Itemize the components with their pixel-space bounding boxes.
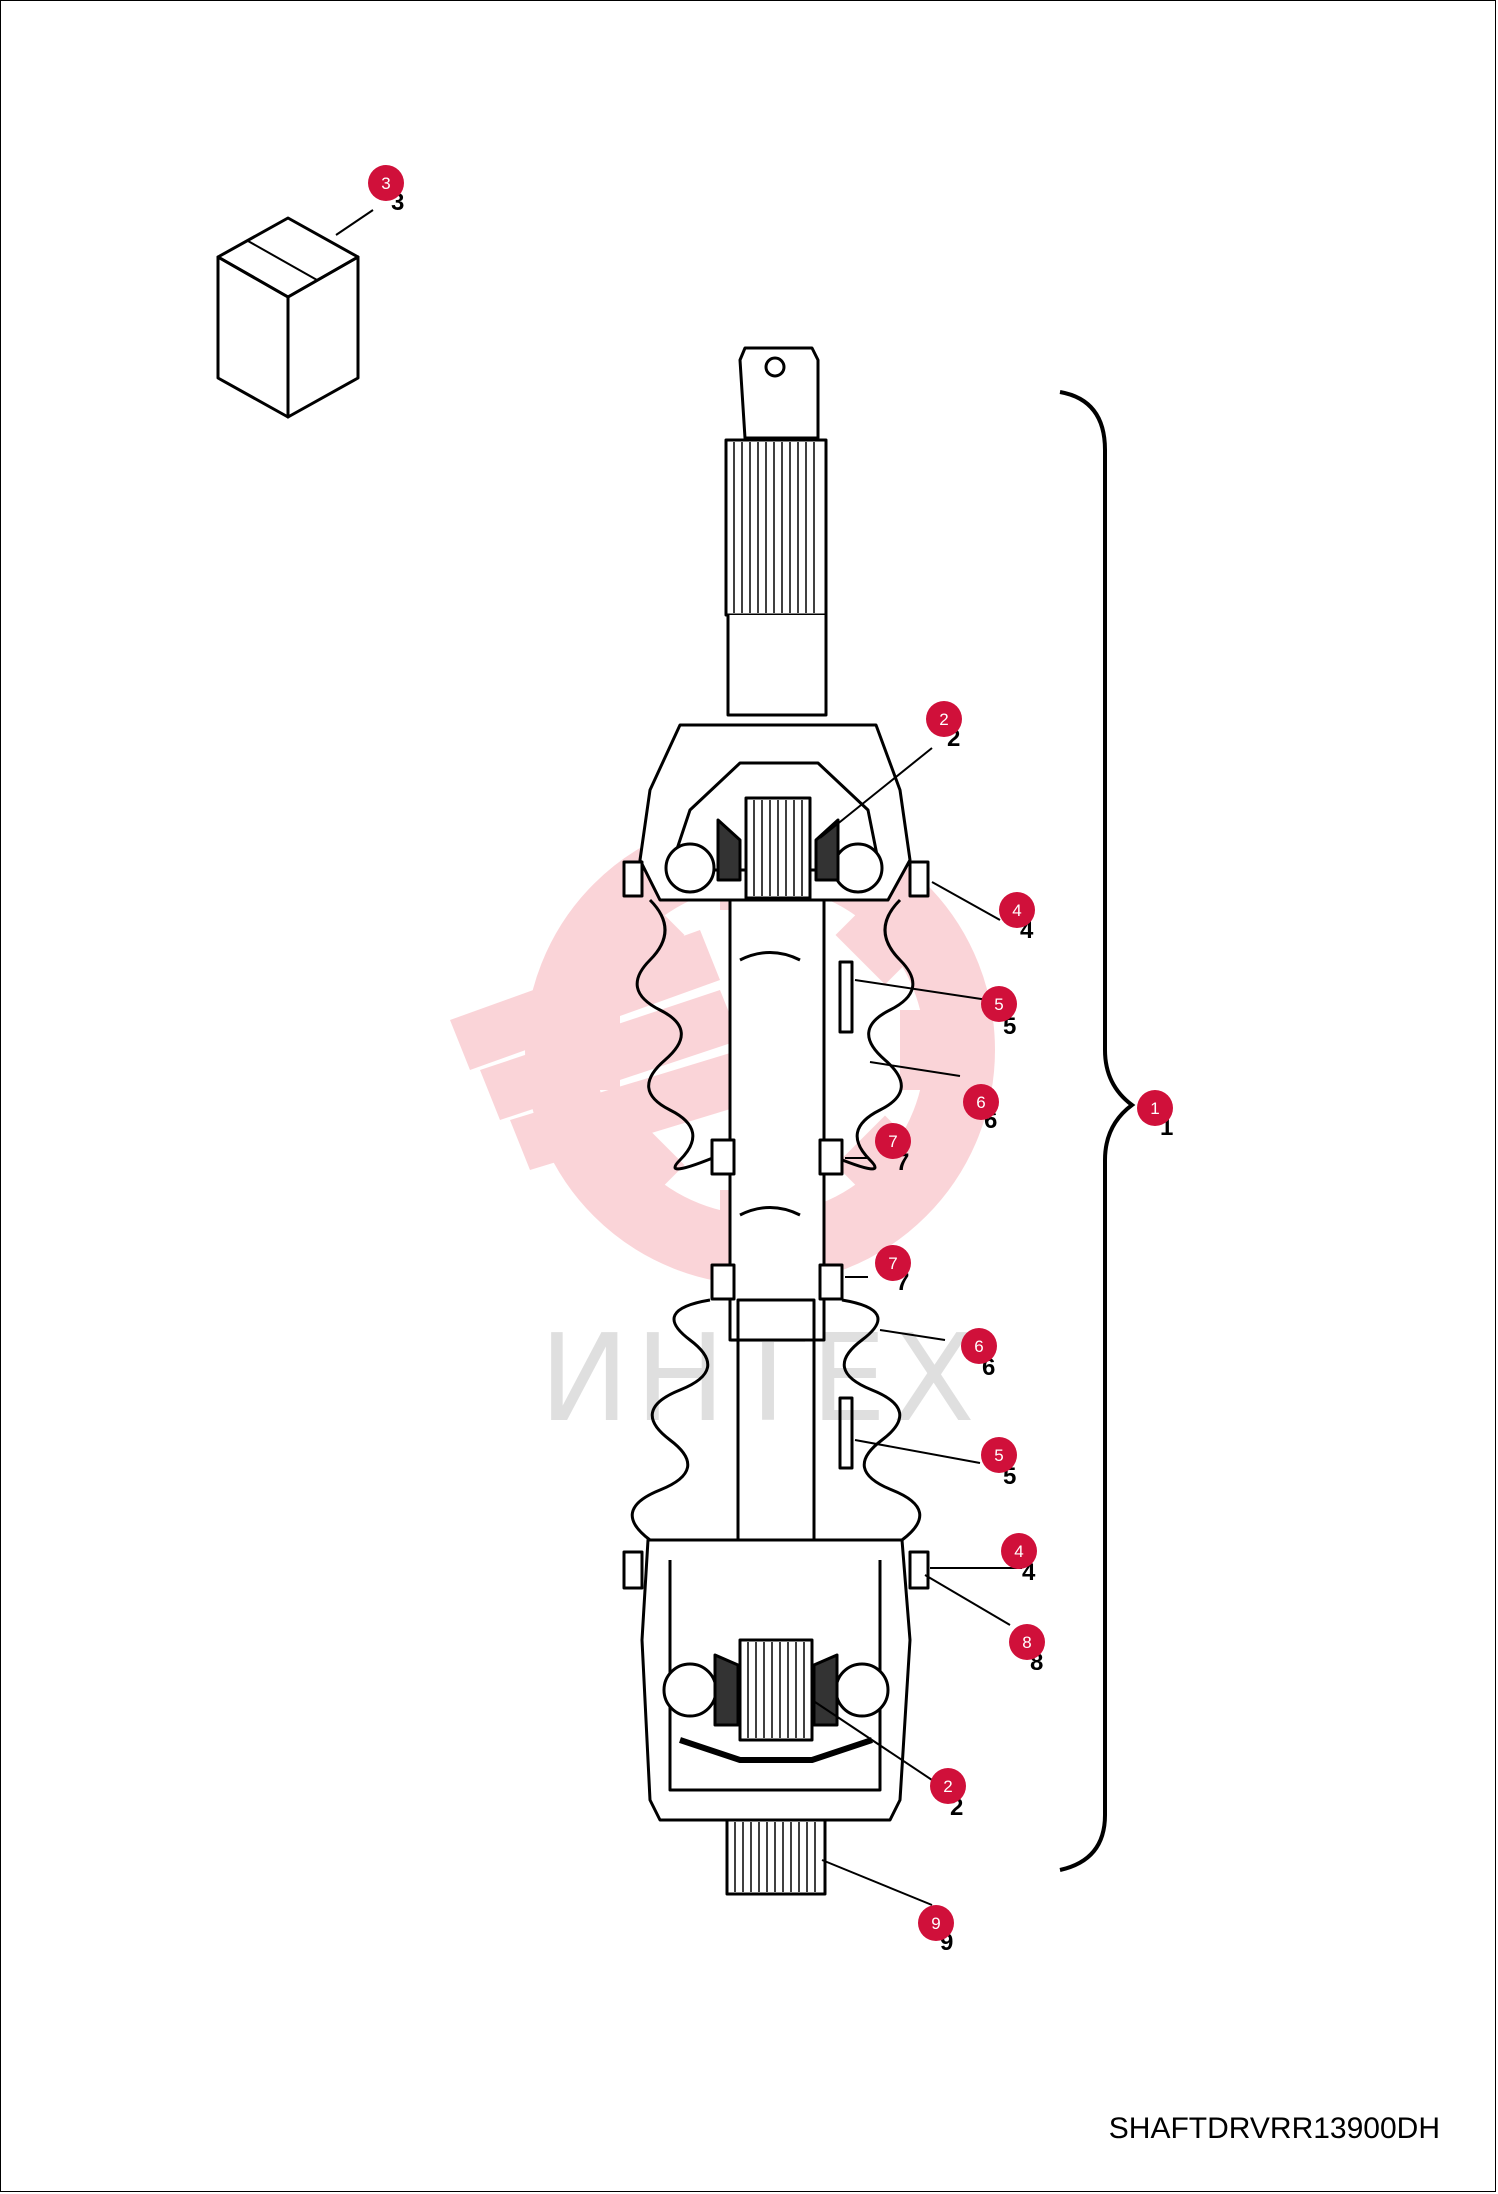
callout-5-bottom[interactable]: 5 xyxy=(981,1437,1017,1473)
callout-3[interactable]: 3 xyxy=(368,165,404,201)
watermark-gear-icon xyxy=(450,815,995,1285)
leader-lines xyxy=(335,209,1022,1906)
callout-badges: 3 2 4 5 6 7 1 7 xyxy=(368,165,1173,1941)
callout-label-5-top: 5 xyxy=(994,995,1003,1014)
callout-label-2-top: 2 xyxy=(939,710,948,729)
callout-label-6-top: 6 xyxy=(976,1093,985,1112)
callout-label-4-top: 4 xyxy=(1012,901,1021,920)
callout-label-2-bottom: 2 xyxy=(943,1777,952,1796)
callout-5-top[interactable]: 5 xyxy=(981,986,1017,1022)
callout-4-top[interactable]: 4 xyxy=(999,892,1035,928)
callout-label-9: 9 xyxy=(931,1914,940,1933)
callout-2-bottom[interactable]: 2 xyxy=(930,1768,966,1804)
callout-label-3: 3 xyxy=(381,174,390,193)
callout-2-top[interactable]: 2 xyxy=(926,701,962,737)
callout-6-bottom[interactable]: 6 xyxy=(961,1328,997,1364)
callout-label-6-bottom: 6 xyxy=(974,1337,983,1356)
callout-1[interactable]: 1 xyxy=(1137,1090,1173,1126)
assembly-brace xyxy=(1059,390,1136,1872)
callout-9[interactable]: 9 xyxy=(918,1905,954,1941)
part-box xyxy=(216,216,360,419)
shaft-assembly xyxy=(622,346,930,1896)
callout-label-1: 1 xyxy=(1150,1099,1159,1118)
callout-label-5-bottom: 5 xyxy=(994,1446,1003,1465)
callout-4-bottom[interactable]: 4 xyxy=(1001,1533,1037,1569)
diagram-code-label: SHAFTDRVRR13900DH xyxy=(1108,2112,1440,2145)
callout-label-7-top: 7 xyxy=(888,1132,897,1151)
callout-6-top[interactable]: 6 xyxy=(963,1084,999,1120)
callout-7-bottom[interactable]: 7 xyxy=(875,1245,911,1281)
callout-label-4-bottom: 4 xyxy=(1014,1542,1023,1561)
callout-label-7-bottom: 7 xyxy=(888,1254,897,1273)
callout-7-top[interactable]: 7 xyxy=(875,1123,911,1159)
callout-label-8: 8 xyxy=(1022,1633,1031,1652)
upper-spline-lines xyxy=(733,442,815,613)
callout-8[interactable]: 8 xyxy=(1009,1624,1045,1660)
